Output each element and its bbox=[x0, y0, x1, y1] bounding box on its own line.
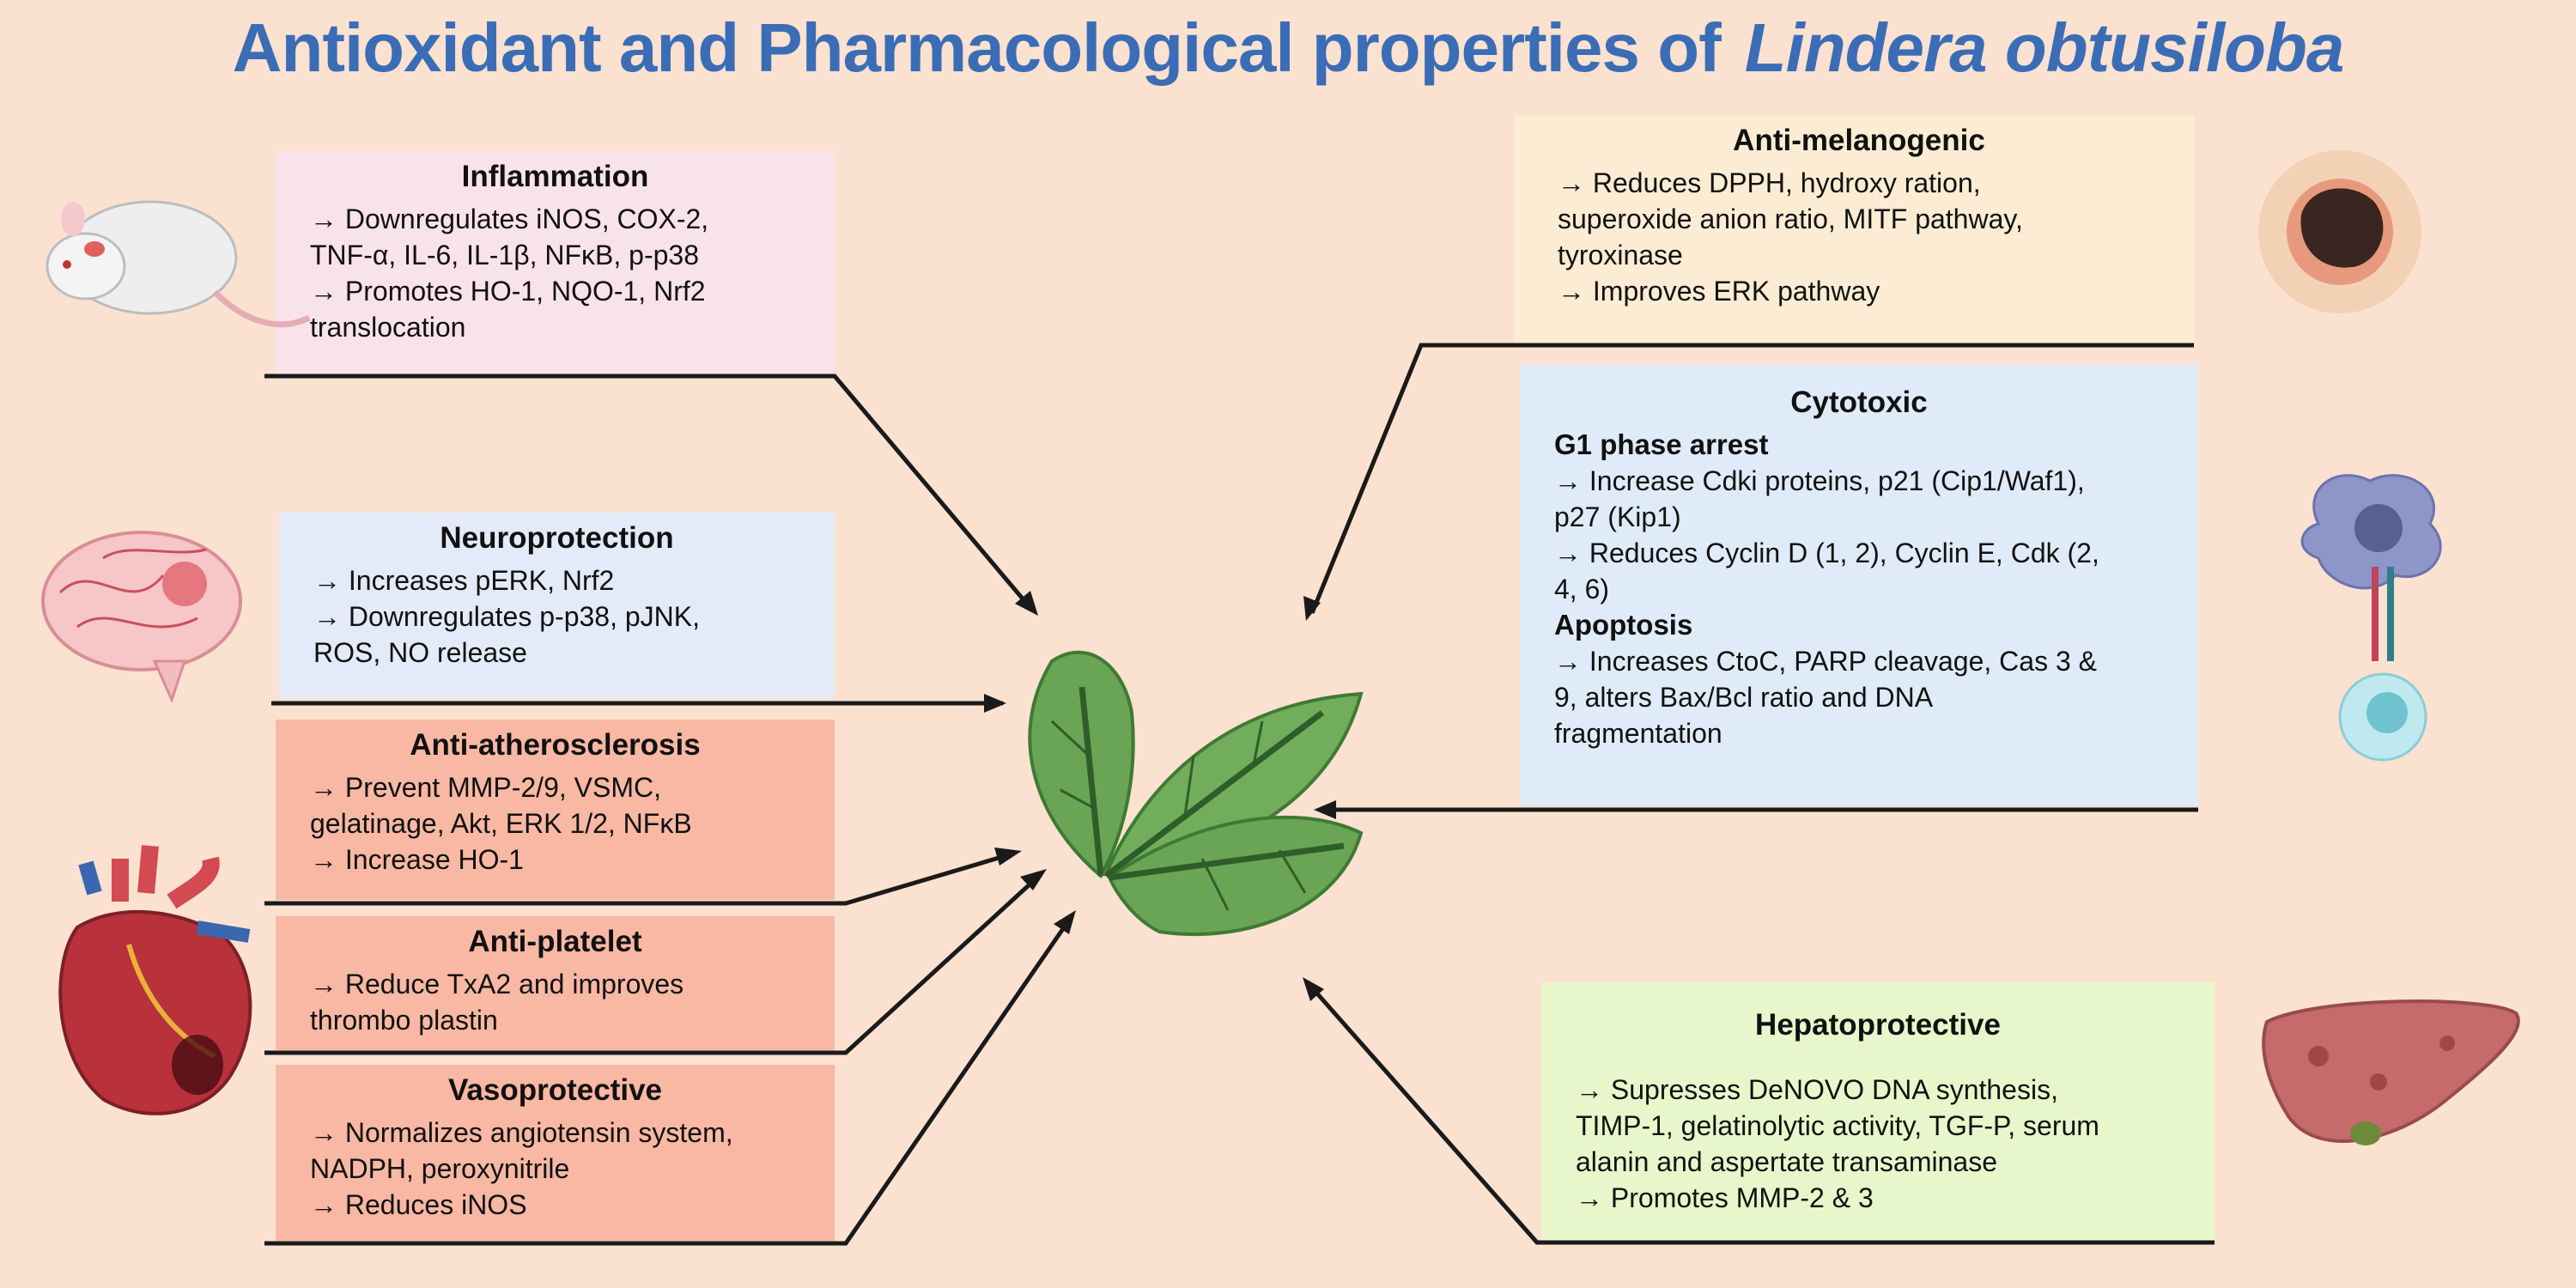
title-main: Antioxidant and Pharmacological properti… bbox=[232, 9, 1722, 86]
box-line: → Increases CtoC, PARP cleavage, Cas 3 & bbox=[1554, 646, 2097, 677]
brain-icon bbox=[41, 531, 242, 704]
rat-icon bbox=[46, 200, 311, 328]
box-line: p27 (Kip1) bbox=[1554, 501, 1681, 532]
box-line: → Promotes MMP-2 & 3 bbox=[1576, 1182, 1874, 1213]
box-line: → Reduce TxA2 and improves bbox=[310, 969, 684, 999]
connector-anti-platelet bbox=[264, 874, 1041, 1055]
box-line: 9, alters Bax/Bcl ratio and DNA bbox=[1554, 682, 1934, 713]
anti-atherosclerosis-box: Anti-atherosclerosis → Prevent MMP-2/9, … bbox=[276, 720, 835, 900]
box-line: translocation bbox=[310, 312, 466, 343]
arrowhead-icon bbox=[1020, 869, 1047, 890]
arrowhead-icon bbox=[1054, 910, 1076, 934]
vasoprotective-box: Vasoprotective → Normalizes angiotensin … bbox=[276, 1065, 835, 1241]
neuroprotection-box: Neuroprotection → Increases pERK, Nrf2 →… bbox=[279, 513, 835, 698]
arrowhead-icon bbox=[1314, 800, 1336, 819]
arrowhead-icon bbox=[1303, 596, 1321, 621]
arrowhead-icon bbox=[984, 694, 1006, 713]
connector-vasoprotective bbox=[264, 917, 1072, 1246]
immune-cell-icon bbox=[2300, 474, 2442, 762]
box-line: tyroxinase bbox=[1558, 240, 1683, 270]
box-subheading: G1 phase arrest bbox=[1554, 428, 1769, 460]
liver-icon bbox=[2262, 999, 2520, 1145]
box-line: alanin and aspertate transaminase bbox=[1576, 1146, 1997, 1177]
heart-icon bbox=[58, 845, 252, 1115]
box-line: → Reduces iNOS bbox=[310, 1189, 527, 1220]
hepatoprotective-box: Hepatoprotective → Supresses DeNOVO DNA … bbox=[1541, 982, 2215, 1241]
box-line: TNF-α, IL-6, IL-1β, NFκB, p-p38 bbox=[310, 240, 700, 270]
box-title: Hepatoprotective bbox=[1755, 1008, 2001, 1042]
connector-anti-melanogenic bbox=[1309, 343, 2194, 614]
box-line: → Normalizes angiotensin system, bbox=[310, 1117, 733, 1148]
box-title: Vasoprotective bbox=[448, 1073, 662, 1107]
box-title: Anti-melanogenic bbox=[1733, 124, 1985, 157]
connector-hepatoprotective bbox=[1309, 984, 2215, 1245]
box-line: → Downregulates p-p38, pJNK, bbox=[313, 601, 700, 632]
box-line: superoxide anion ratio, MITF pathway, bbox=[1558, 204, 2023, 234]
box-line: → Reduces Cyclin D (1, 2), Cyclin E, Cdk… bbox=[1554, 538, 2099, 568]
box-line: → Increase HO-1 bbox=[310, 844, 524, 875]
cytotoxic-box: Cytotoxic G1 phase arrest → Increase Cdk… bbox=[1520, 365, 2198, 805]
box-line: → Promotes HO-1, NQO-1, Nrf2 bbox=[310, 276, 706, 307]
leaf-icon bbox=[1028, 650, 1364, 936]
box-line: → Reduces DPPH, hydroxy ration, bbox=[1558, 167, 1981, 198]
arrowhead-icon bbox=[994, 848, 1022, 866]
box-line: gelatinage, Akt, ERK 1/2, NFκB bbox=[310, 808, 692, 839]
box-line: thrombo plastin bbox=[310, 1005, 498, 1036]
box-line: → Downregulates iNOS, COX-2, bbox=[310, 204, 709, 234]
box-line: → Increase Cdki proteins, p21 (Cip1/Waf1… bbox=[1554, 465, 2085, 496]
arrowhead-icon bbox=[1303, 977, 1324, 1001]
box-line: 4, 6) bbox=[1554, 574, 1610, 605]
box-title: Anti-platelet bbox=[468, 925, 642, 958]
arrowhead-icon bbox=[1015, 591, 1038, 616]
box-title: Cytotoxic bbox=[1790, 386, 1928, 419]
arrowheads bbox=[984, 591, 1336, 1001]
box-line: → Supresses DeNOVO DNA synthesis, bbox=[1576, 1074, 2058, 1105]
box-line: NADPH, peroxynitrile bbox=[310, 1153, 570, 1184]
box-line: → Improves ERK pathway bbox=[1558, 276, 1880, 307]
box-line: TIMP-1, gelatinolytic activity, TGF-P, s… bbox=[1576, 1110, 2099, 1141]
anti-platelet-box: Anti-platelet → Reduce TxA2 and improves… bbox=[276, 916, 835, 1050]
page-title: Antioxidant and Pharmacological properti… bbox=[0, 9, 2576, 88]
connector-anti-atherosclerosis bbox=[264, 851, 1014, 906]
connector-inflammation bbox=[264, 374, 1032, 610]
melanoma-skin-icon bbox=[2258, 150, 2421, 313]
box-title: Inflammation bbox=[461, 160, 649, 193]
box-title: Anti-atherosclerosis bbox=[410, 728, 701, 762]
inflammation-box: Inflammation → Downregulates iNOS, COX-2… bbox=[276, 151, 835, 374]
title-species: Lindera obtusiloba bbox=[1744, 9, 2345, 86]
box-subheading: Apoptosis bbox=[1554, 609, 1693, 641]
box-line: → Increases pERK, Nrf2 bbox=[313, 565, 615, 596]
anti-melanogenic-box: Anti-melanogenic → Reduces DPPH, hydroxy… bbox=[1515, 115, 2195, 345]
box-title: Neuroprotection bbox=[440, 521, 674, 555]
box-line: ROS, NO release bbox=[313, 637, 527, 668]
box-line: fragmentation bbox=[1554, 718, 1722, 749]
box-line: → Prevent MMP-2/9, VSMC, bbox=[310, 772, 661, 803]
